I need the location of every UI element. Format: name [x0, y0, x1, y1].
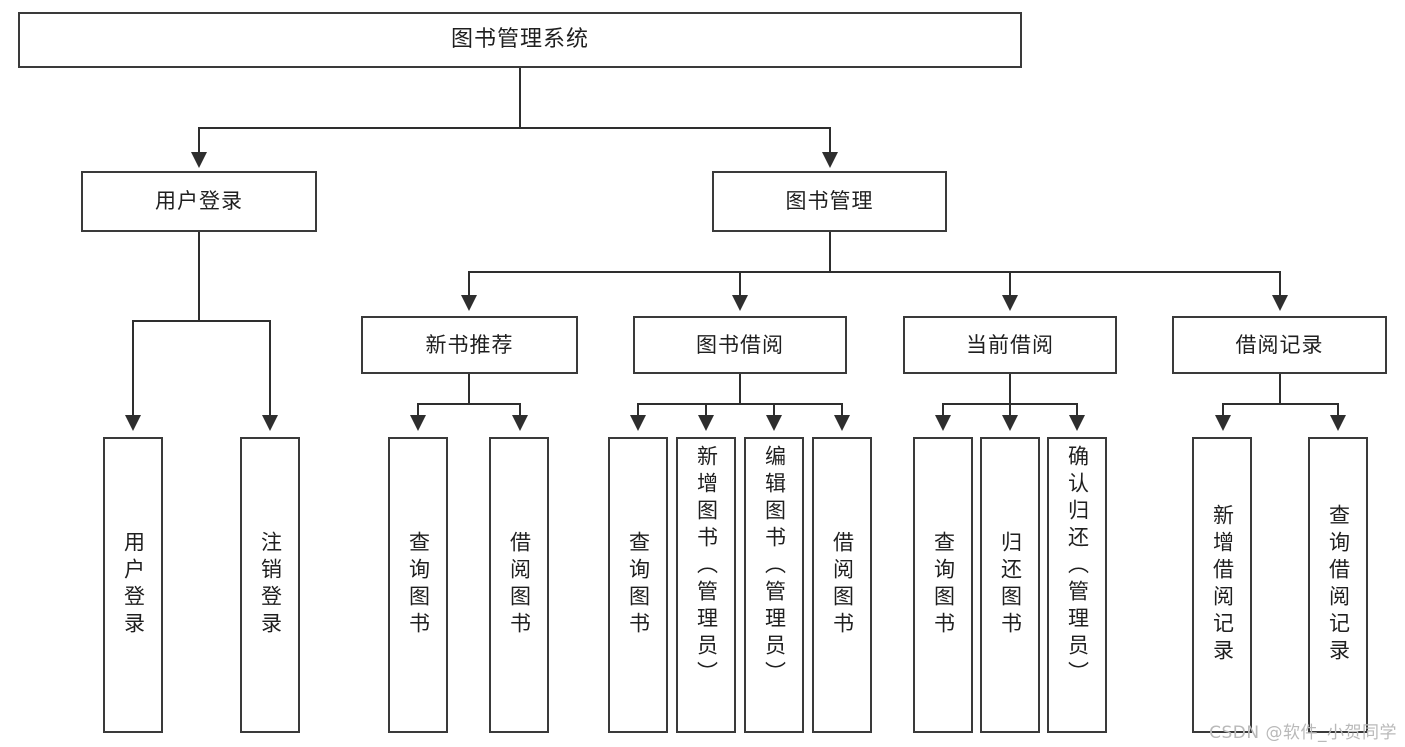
node-current-borrow[interactable]: 当前借阅	[903, 316, 1117, 374]
arrow-root-to-user-login	[191, 152, 207, 168]
node-root-system[interactable]: 图书管理系统	[18, 12, 1022, 68]
arrow-book-borrow-child-3	[766, 415, 782, 431]
arrow-book-borrow-child-2	[698, 415, 714, 431]
arrow-root-to-book-manage	[822, 152, 838, 168]
node-label: 借阅图书	[507, 531, 532, 639]
connector-root-to-user-login	[198, 127, 200, 153]
connector-book-borrow-child-4	[841, 403, 843, 416]
arrow-book-manage-child-3	[1002, 295, 1018, 311]
connector-book-manage-child-4	[1279, 271, 1281, 296]
leaf-book-borrow-add-book-admin[interactable]: 新增图书（管理员）	[676, 437, 736, 733]
leaf-borrow-record-query-record[interactable]: 查询借阅记录	[1308, 437, 1368, 733]
node-label: 图书管理系统	[450, 27, 589, 53]
connector-book-manage-bus	[468, 271, 1280, 273]
node-label: 确认归还（管理员）	[1065, 445, 1090, 688]
node-book-borrow[interactable]: 图书借阅	[633, 316, 847, 374]
arrow-book-borrow-child-1	[630, 415, 646, 431]
leaf-book-borrow-borrow-book[interactable]: 借阅图书	[812, 437, 872, 733]
node-label: 查询图书	[406, 531, 431, 639]
leaf-book-borrow-edit-book-admin[interactable]: 编辑图书（管理员）	[744, 437, 804, 733]
leaf-new-book-query-book[interactable]: 查询图书	[388, 437, 448, 733]
arrow-current-borrow-child-3	[1069, 415, 1085, 431]
connector-book-borrow-child-2	[705, 403, 707, 416]
node-label: 用户登录	[121, 531, 146, 639]
node-label: 借阅图书	[830, 531, 855, 639]
leaf-book-borrow-query-book[interactable]: 查询图书	[608, 437, 668, 733]
connector-user-login-child-2	[269, 320, 271, 416]
leaf-borrow-record-add-record[interactable]: 新增借阅记录	[1192, 437, 1252, 733]
connector-book-manage-stem	[829, 232, 831, 272]
leaf-user-login-logout[interactable]: 注销登录	[240, 437, 300, 733]
arrow-book-manage-child-2	[732, 295, 748, 311]
node-label: 用户登录	[155, 189, 243, 214]
node-label: 编辑图书（管理员）	[762, 445, 787, 688]
connector-current-borrow-child-2	[1009, 403, 1011, 416]
leaf-current-borrow-return-book[interactable]: 归还图书	[980, 437, 1040, 733]
node-new-book-recommend[interactable]: 新书推荐	[361, 316, 578, 374]
connector-new-book-child-2	[519, 403, 521, 416]
connector-borrow-record-child-2	[1337, 403, 1339, 416]
connector-book-manage-child-2	[739, 271, 741, 296]
leaf-current-borrow-confirm-return-admin[interactable]: 确认归还（管理员）	[1047, 437, 1107, 733]
leaf-user-login-login[interactable]: 用户登录	[103, 437, 163, 733]
arrow-book-manage-child-1	[461, 295, 477, 311]
connector-new-book-child-1	[417, 403, 419, 416]
node-label: 借阅记录	[1235, 332, 1324, 357]
connector-book-borrow-bus	[637, 403, 842, 405]
connector-book-borrow-child-1	[637, 403, 639, 416]
connector-borrow-record-bus	[1222, 403, 1338, 405]
arrow-book-manage-child-4	[1272, 295, 1288, 311]
connector-new-book-bus	[417, 403, 521, 405]
node-label: 查询借阅记录	[1326, 504, 1351, 666]
node-label: 新增图书（管理员）	[694, 445, 719, 688]
connector-current-borrow-child-3	[1076, 403, 1078, 416]
arrow-new-book-child-2	[512, 415, 528, 431]
connector-user-login-child-1	[132, 320, 134, 416]
watermark-text: CSDN @软件_小贺同学	[1209, 723, 1397, 743]
node-user-login[interactable]: 用户登录	[81, 171, 317, 232]
node-book-management[interactable]: 图书管理	[712, 171, 947, 232]
leaf-new-book-borrow-book[interactable]: 借阅图书	[489, 437, 549, 733]
node-label: 查询图书	[626, 531, 651, 639]
arrow-current-borrow-child-2	[1002, 415, 1018, 431]
connector-borrow-record-child-1	[1222, 403, 1224, 416]
node-borrow-record[interactable]: 借阅记录	[1172, 316, 1387, 374]
node-label: 图书借阅	[696, 332, 784, 357]
connector-user-login-stem	[198, 232, 200, 321]
connector-current-borrow-stem	[1009, 374, 1011, 404]
node-label: 归还图书	[998, 531, 1023, 639]
connector-current-borrow-child-1	[942, 403, 944, 416]
connector-book-borrow-stem	[739, 374, 741, 404]
connector-root-bus	[198, 127, 831, 129]
arrow-borrow-record-child-2	[1330, 415, 1346, 431]
leaf-current-borrow-query-book[interactable]: 查询图书	[913, 437, 973, 733]
arrow-user-login-child-2	[262, 415, 278, 431]
arrow-user-login-child-1	[125, 415, 141, 431]
connector-borrow-record-stem	[1279, 374, 1281, 404]
arrow-borrow-record-child-1	[1215, 415, 1231, 431]
arrow-current-borrow-child-1	[935, 415, 951, 431]
node-label: 注销登录	[258, 531, 283, 639]
node-label: 新增借阅记录	[1210, 504, 1235, 666]
arrow-book-borrow-child-4	[834, 415, 850, 431]
connector-book-manage-child-1	[468, 271, 470, 296]
connector-new-book-stem	[468, 374, 470, 404]
arrow-new-book-child-1	[410, 415, 426, 431]
node-label: 新书推荐	[425, 332, 514, 357]
connector-root-to-book-manage	[829, 127, 831, 153]
node-label: 查询图书	[931, 531, 956, 639]
node-label: 当前借阅	[966, 332, 1054, 357]
connector-book-manage-child-3	[1009, 271, 1011, 296]
node-label: 图书管理	[785, 189, 874, 214]
connector-book-borrow-child-3	[773, 403, 775, 416]
connector-user-login-bus	[132, 320, 269, 322]
connector-root-stem	[519, 68, 521, 128]
